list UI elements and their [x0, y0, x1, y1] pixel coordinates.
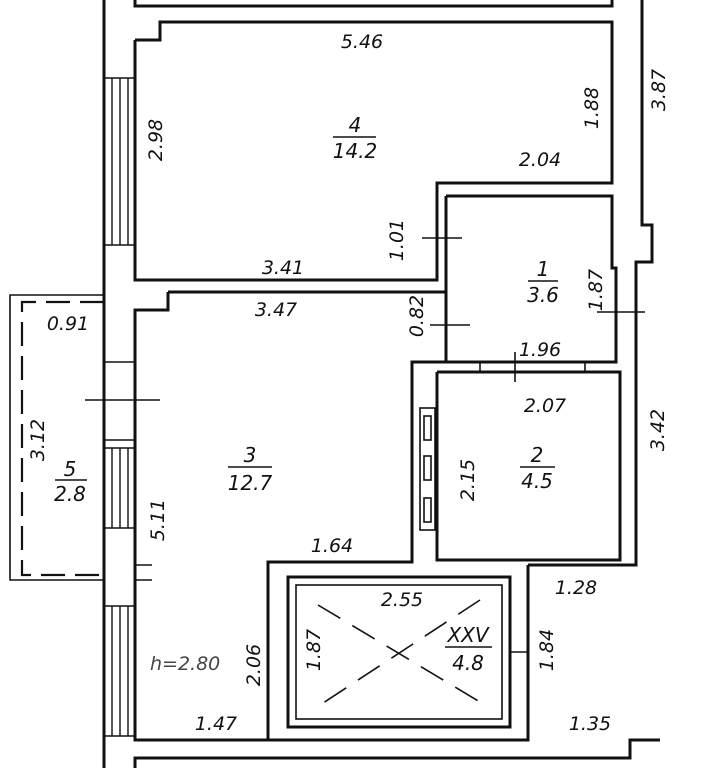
dim-label: 1.28: [555, 577, 597, 599]
dim-label: 2.98: [145, 119, 167, 161]
room-1-number: 1: [537, 257, 550, 281]
ceiling-height-note: h=2.80: [150, 653, 220, 675]
balcony-outline: [9, 294, 104, 581]
room-5-label: 5 2.8: [54, 457, 87, 506]
room-4-label: 4 14.2: [333, 113, 378, 163]
room-5-number: 5: [64, 457, 77, 481]
dim-label: 5.11: [147, 499, 169, 541]
room-3-top-wall: [168, 290, 448, 362]
vent-block: [419, 407, 436, 531]
balcony-dashed: [20, 300, 104, 577]
shaft-inner: [295, 584, 503, 720]
walls: [9, 0, 660, 768]
room-xxv-area: 4.8: [452, 651, 484, 675]
room-1-area: 3.6: [527, 283, 559, 307]
dim-label: 2.07: [524, 395, 566, 417]
room-xxv-number: XXV: [446, 623, 489, 647]
room-xxv-label: XXV 4.8: [445, 623, 492, 675]
dim-label: 2.06: [243, 644, 265, 686]
room-4-walls: [133, 20, 614, 282]
dim-label: 1.84: [536, 629, 558, 671]
dimension-labels: 5.46 3.87 2.98 1.88 2.04 1.01 3.41 3.47 …: [27, 31, 670, 735]
room-2-label: 2 4.5: [520, 443, 555, 493]
dim-label: 1.87: [585, 269, 607, 311]
room-2-number: 2: [531, 443, 544, 467]
dim-label: 1.96: [519, 339, 561, 361]
top-wall: [133, 0, 614, 8]
dim-label: 5.46: [341, 31, 383, 53]
dim-label: 3.87: [648, 69, 670, 111]
dim-label: 1.87: [303, 629, 325, 671]
bottom-wall: [133, 738, 660, 768]
dim-label: 1.64: [311, 535, 353, 557]
dim-label: 3.42: [647, 409, 669, 451]
dim-label: 1.47: [195, 713, 237, 735]
dim-label: 1.01: [386, 219, 408, 261]
dim-label: 2.55: [381, 589, 423, 611]
dim-label: 3.12: [27, 419, 49, 461]
window-room-3: [104, 448, 135, 529]
room-3-area: 12.7: [228, 471, 273, 495]
room-3-number: 3: [244, 443, 257, 467]
room-1-label: 1 3.6: [527, 257, 559, 307]
dimension-ticks: [85, 237, 645, 653]
room-labels: 4 14.2 1 3.6 3 12.7 2 4.5 5 2.8 XXV 4.8: [54, 113, 559, 675]
vent-duct: [423, 415, 432, 441]
room-3-label: 3 12.7: [228, 443, 273, 495]
dim-label: 2.04: [519, 149, 561, 171]
dim-label: 0.82: [406, 295, 428, 337]
dim-label: 1.35: [569, 713, 611, 735]
dim-label: 0.91: [47, 313, 89, 335]
room-5-area: 2.8: [54, 482, 86, 506]
dim-label: 1.88: [581, 87, 603, 129]
room-2-walls: [435, 370, 622, 562]
room-2-area: 4.5: [521, 469, 553, 493]
right-exterior-wall: [528, 0, 654, 567]
dim-label: 3.41: [262, 257, 304, 279]
dim-label: 3.47: [255, 299, 297, 321]
shaft-cross: [317, 599, 481, 706]
vent-duct: [423, 455, 432, 481]
window-lower: [104, 605, 135, 737]
dim-label: 2.15: [457, 459, 479, 501]
window-room-4: [104, 77, 135, 246]
balcony-door: [104, 361, 135, 449]
room-4-number: 4: [349, 113, 362, 137]
vent-duct: [423, 497, 432, 523]
windows: [104, 77, 152, 737]
room-4-area: 14.2: [333, 139, 378, 163]
